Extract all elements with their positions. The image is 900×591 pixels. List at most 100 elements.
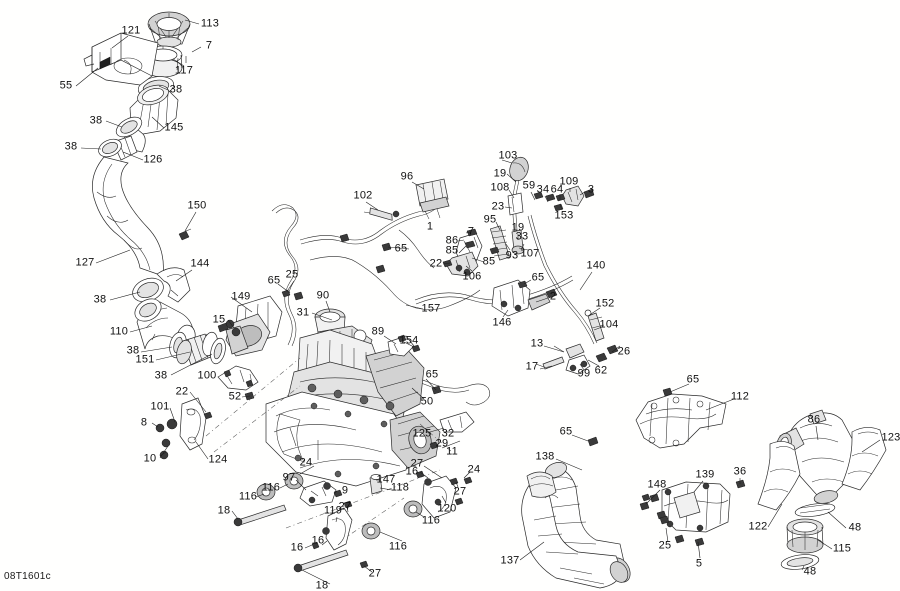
part-18-bolts [233,504,349,573]
callout-86: 86 [445,234,459,247]
callout-65: 65 [267,274,281,287]
callout-101: 101 [150,400,170,413]
callout-65: 65 [559,425,573,438]
callout-16: 16 [405,465,419,478]
callout-18: 18 [315,579,329,591]
callout-119: 119 [323,504,343,517]
callout-93: 93 [505,249,519,262]
callout-48: 48 [803,565,817,578]
callout-5: 5 [695,557,703,570]
callout-1: 1 [426,220,434,233]
part-38-oring-bellows [210,337,226,365]
callout-65: 65 [531,271,545,284]
callout-127: 127 [75,256,95,269]
callout-59: 59 [522,179,536,192]
callout-100: 100 [197,369,217,382]
callout-22: 22 [429,257,443,270]
callout-32: 32 [441,427,455,440]
callout-150: 150 [187,199,207,212]
part-137-exhaust-pipe [521,471,629,589]
part-109-64-3-153-cluster [533,185,595,212]
callout-140: 140 [586,259,606,272]
callout-121: 121 [121,24,141,37]
callout-139: 139 [695,468,715,481]
leader-lines [75,19,881,585]
callout-17: 17 [525,360,539,373]
part-127-intake-hose [92,156,164,277]
callout-124: 124 [208,453,228,466]
callout-8: 8 [140,416,148,429]
part-144-duct-piece [156,267,191,303]
callout-126: 126 [143,153,163,166]
callout-146: 146 [492,316,512,329]
callout-123: 123 [881,431,900,444]
callout-27: 27 [410,457,424,470]
part-38-oring-lower [132,277,164,303]
callout-154: 154 [399,334,419,347]
part-121-airbox [83,32,159,86]
callout-153: 153 [554,209,574,222]
part-65-clips-upper [339,233,392,274]
alignment-line-3 [285,469,441,529]
callout-7: 7 [467,225,475,238]
callout-23: 23 [491,200,505,213]
callout-102: 102 [353,189,373,202]
callout-125: 125 [412,427,432,440]
callout-116: 116 [388,540,408,553]
callout-52: 52 [228,390,242,403]
callout-104: 104 [599,318,619,331]
callout-29: 29 [435,437,449,450]
callout-157: 157 [421,302,441,315]
callout-19: 19 [493,167,507,180]
part-103-knob [509,156,529,182]
part-119-bracket [311,500,369,569]
alignment-line-5 [341,497,405,541]
callout-7: 7 [205,39,213,52]
callout-65: 65 [394,242,408,255]
callout-16: 16 [311,534,325,547]
callout-33: 33 [515,230,529,243]
callout-108: 108 [490,181,510,194]
part-122-duct [757,441,801,511]
callout-86: 86 [807,413,821,426]
part-13-17-99-62-26-hardware [535,343,619,375]
callout-27: 27 [338,500,352,513]
callout-64: 64 [550,183,564,196]
part-148-fasteners [639,501,670,525]
callout-38: 38 [89,114,103,127]
callout-112: 112 [730,390,750,403]
callout-31: 31 [296,306,310,319]
callout-138: 138 [535,450,555,463]
callout-15: 15 [212,313,226,326]
callout-3: 3 [587,183,595,196]
callout-24: 24 [467,463,481,476]
callout-13: 13 [530,337,544,350]
engine-assembly [265,308,441,487]
callout-89: 89 [371,325,385,338]
part-113-intake-screen [147,11,191,48]
part-126-sleeve [98,135,138,161]
callout-62: 62 [594,364,608,377]
callout-95: 95 [483,213,497,226]
callout-27: 27 [453,485,467,498]
callout-116: 116 [261,481,281,494]
callout-50: 50 [420,395,434,408]
part-102-sensor [363,207,400,221]
alignment-line-1 [205,357,301,437]
callout-122: 122 [748,520,768,533]
callout-99: 99 [577,367,591,380]
part-124-engine-mount [155,397,213,460]
callout-48: 48 [848,521,862,534]
part-95-spring [489,225,510,261]
part-48-clamp-upper [794,503,836,517]
callout-38: 38 [126,344,140,357]
callout-25: 25 [658,539,672,552]
callout-152: 152 [595,297,615,310]
throttle-rods [507,179,598,345]
callout-109: 109 [559,175,579,188]
callout-148: 148 [647,478,667,491]
part-48-clamp-lower [780,554,820,570]
callout-85: 85 [482,255,496,268]
